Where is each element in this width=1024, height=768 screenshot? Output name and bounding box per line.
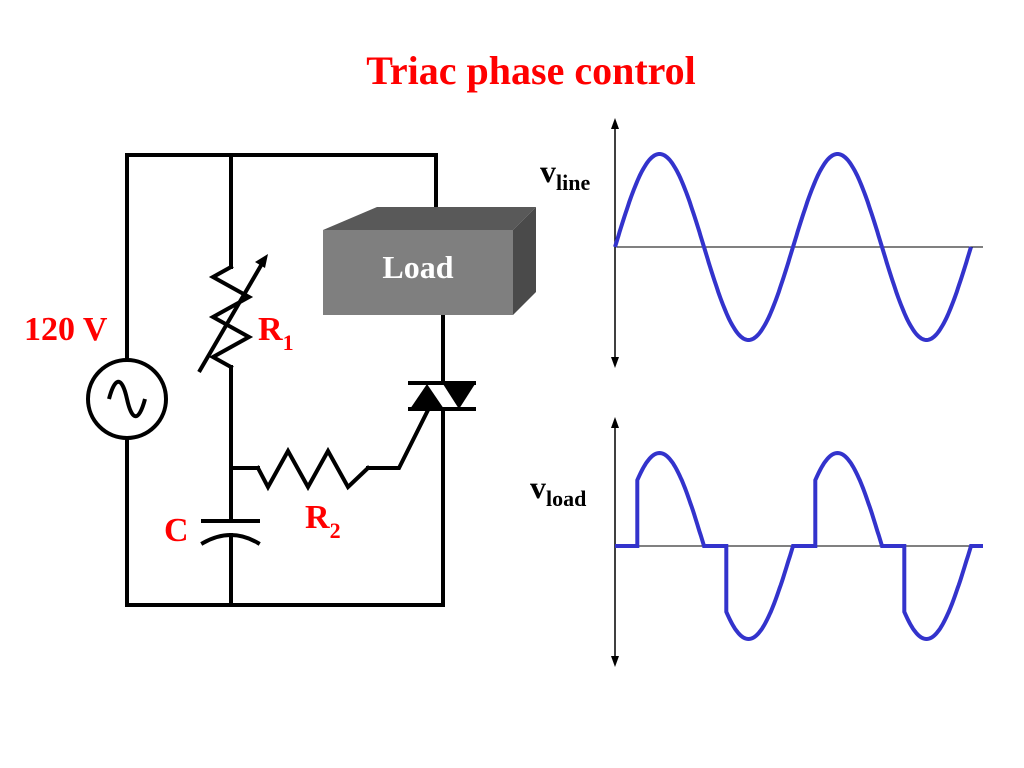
r1-variable-arrow: [197, 254, 268, 374]
line-voltage-curve: [613, 152, 973, 342]
load-plot-arrow-up: [611, 417, 619, 428]
slide-title: Triac phase control: [366, 48, 696, 93]
load-voltage-curve: [615, 450, 983, 642]
vline-label: vline: [540, 153, 590, 195]
capacitor-label: C: [164, 512, 189, 549]
load-waveform-plot: vload: [530, 417, 983, 667]
ac-source-symbol: [86, 358, 168, 440]
load-box: Load: [323, 207, 536, 315]
triac-symbol: [408, 381, 476, 411]
line-plot-arrow-down: [611, 357, 619, 368]
source-voltage-label: 120 V: [24, 311, 108, 348]
resistor-r1-zigzag: [208, 264, 254, 370]
r2-label: R2: [305, 499, 341, 543]
circuit-schematic: [125, 153, 445, 607]
resistor-r2-zigzag: [255, 446, 371, 492]
load-label: Load: [382, 249, 453, 285]
r1-label: R1: [258, 311, 294, 355]
wire-r2-gate: [366, 407, 431, 470]
load-box-top: [323, 207, 536, 230]
sine-wave-icon: [107, 379, 147, 419]
load-box-side: [513, 207, 536, 315]
load-box-front: [323, 230, 513, 315]
line-waveform-plot: vline: [540, 118, 983, 368]
vload-label: vload: [530, 469, 586, 511]
line-plot-arrow-up: [611, 118, 619, 129]
load-plot-arrow-down: [611, 656, 619, 667]
